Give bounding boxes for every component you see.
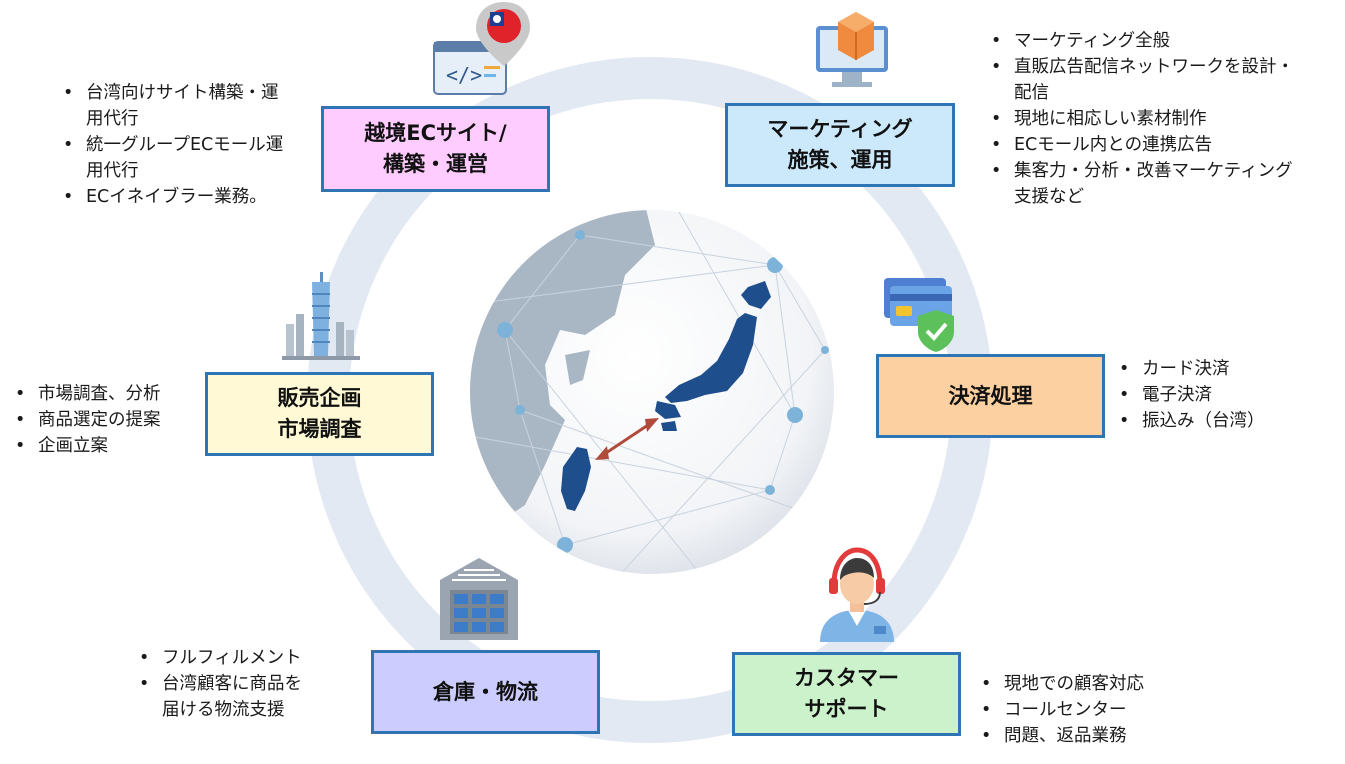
warehouse-title-line-1: 倉庫・物流 <box>433 679 538 704</box>
list-item: 直販広告配信ネットワークを設計・ <box>988 54 1294 80</box>
list-item: 現地に相応しい素材制作 <box>988 106 1294 132</box>
operator-headset-icon <box>820 547 894 642</box>
support-title-line-2: サポート <box>804 697 889 721</box>
planning-box: 販売企画 市場調査 <box>205 372 434 456</box>
list-item-continuation: 配信 <box>1014 83 1049 103</box>
support-bullets: 現地での顧客対応 コールセンター 問題、返品業務 <box>978 671 1144 749</box>
payment-box: 決済処理 <box>876 354 1105 438</box>
list-item: マーケティング全般 <box>988 28 1294 54</box>
planning-title-line-1: 販売企画 <box>277 386 362 410</box>
list-item: 振込み（台湾） <box>1116 408 1265 434</box>
list-item: 市場調査、分析 <box>12 381 161 407</box>
support-title-line-1: カスタマー <box>794 666 899 690</box>
marketing-box: マーケティング 施策、運用 <box>725 103 955 187</box>
svg-text:</>: </> <box>446 63 482 87</box>
warehouse-box: 倉庫・物流 <box>371 650 600 734</box>
list-item-continuation: 用代行 <box>86 161 139 181</box>
support-box: カスタマー サポート <box>732 652 961 736</box>
list-item: カード決済 <box>1116 356 1265 382</box>
list-item: 統一グループECモール運 <box>60 132 283 158</box>
payment-bullets: カード決済 電子決済 振込み（台湾） <box>1116 356 1265 434</box>
list-item: 現地での顧客対応 <box>978 671 1144 697</box>
list-item: 集客力・分析・改善マーケティング <box>988 158 1294 184</box>
monitor-package-icon <box>816 12 888 87</box>
web-code-pin-icon: </> <box>433 2 530 95</box>
list-item: ECイネイブラー業務。 <box>60 184 283 210</box>
list-item: 台湾顧客に商品を <box>136 671 302 697</box>
list-item: コールセンター <box>978 697 1144 723</box>
warehouse-bullets: フルフィルメント 台湾顧客に商品を 届ける物流支援 <box>136 645 302 723</box>
list-item-continuation: 用代行 <box>86 109 139 129</box>
skyline-tower-icon <box>282 272 360 360</box>
list-item: 電子決済 <box>1116 382 1265 408</box>
ec-site-title-line-1: 越境ECサイト/ <box>364 121 507 145</box>
ec-site-box: 越境ECサイト/ 構築・運営 <box>321 106 550 192</box>
marketing-title-line-1: マーケティング <box>767 117 913 141</box>
globe-japan-taiwan-icon <box>470 210 834 574</box>
warehouse-icon <box>440 558 518 640</box>
list-item: フルフィルメント <box>136 645 302 671</box>
marketing-title-line-2: 施策、運用 <box>787 148 893 172</box>
list-item-continuation: 届ける物流支援 <box>162 700 285 720</box>
planning-title-line-2: 市場調査 <box>277 417 362 441</box>
list-item: 企画立案 <box>12 433 161 459</box>
credit-card-shield-icon <box>884 278 954 352</box>
ec-site-bullets: 台湾向けサイト構築・運 用代行 統一グループECモール運 用代行 ECイネイブラ… <box>60 80 283 210</box>
list-item: ECモール内との連携広告 <box>988 132 1294 158</box>
ec-site-title-line-2: 構築・運営 <box>383 152 488 176</box>
marketing-bullets: マーケティング全般 直販広告配信ネットワークを設計・ 配信 現地に相応しい素材制… <box>988 28 1294 210</box>
list-item: 台湾向けサイト構築・運 <box>60 80 283 106</box>
payment-title-line-1: 決済処理 <box>948 383 1033 408</box>
list-item-continuation: 支援など <box>1014 187 1084 207</box>
planning-bullets: 市場調査、分析 商品選定の提案 企画立案 <box>12 381 161 459</box>
list-item: 問題、返品業務 <box>978 723 1144 749</box>
list-item: 商品選定の提案 <box>12 407 161 433</box>
